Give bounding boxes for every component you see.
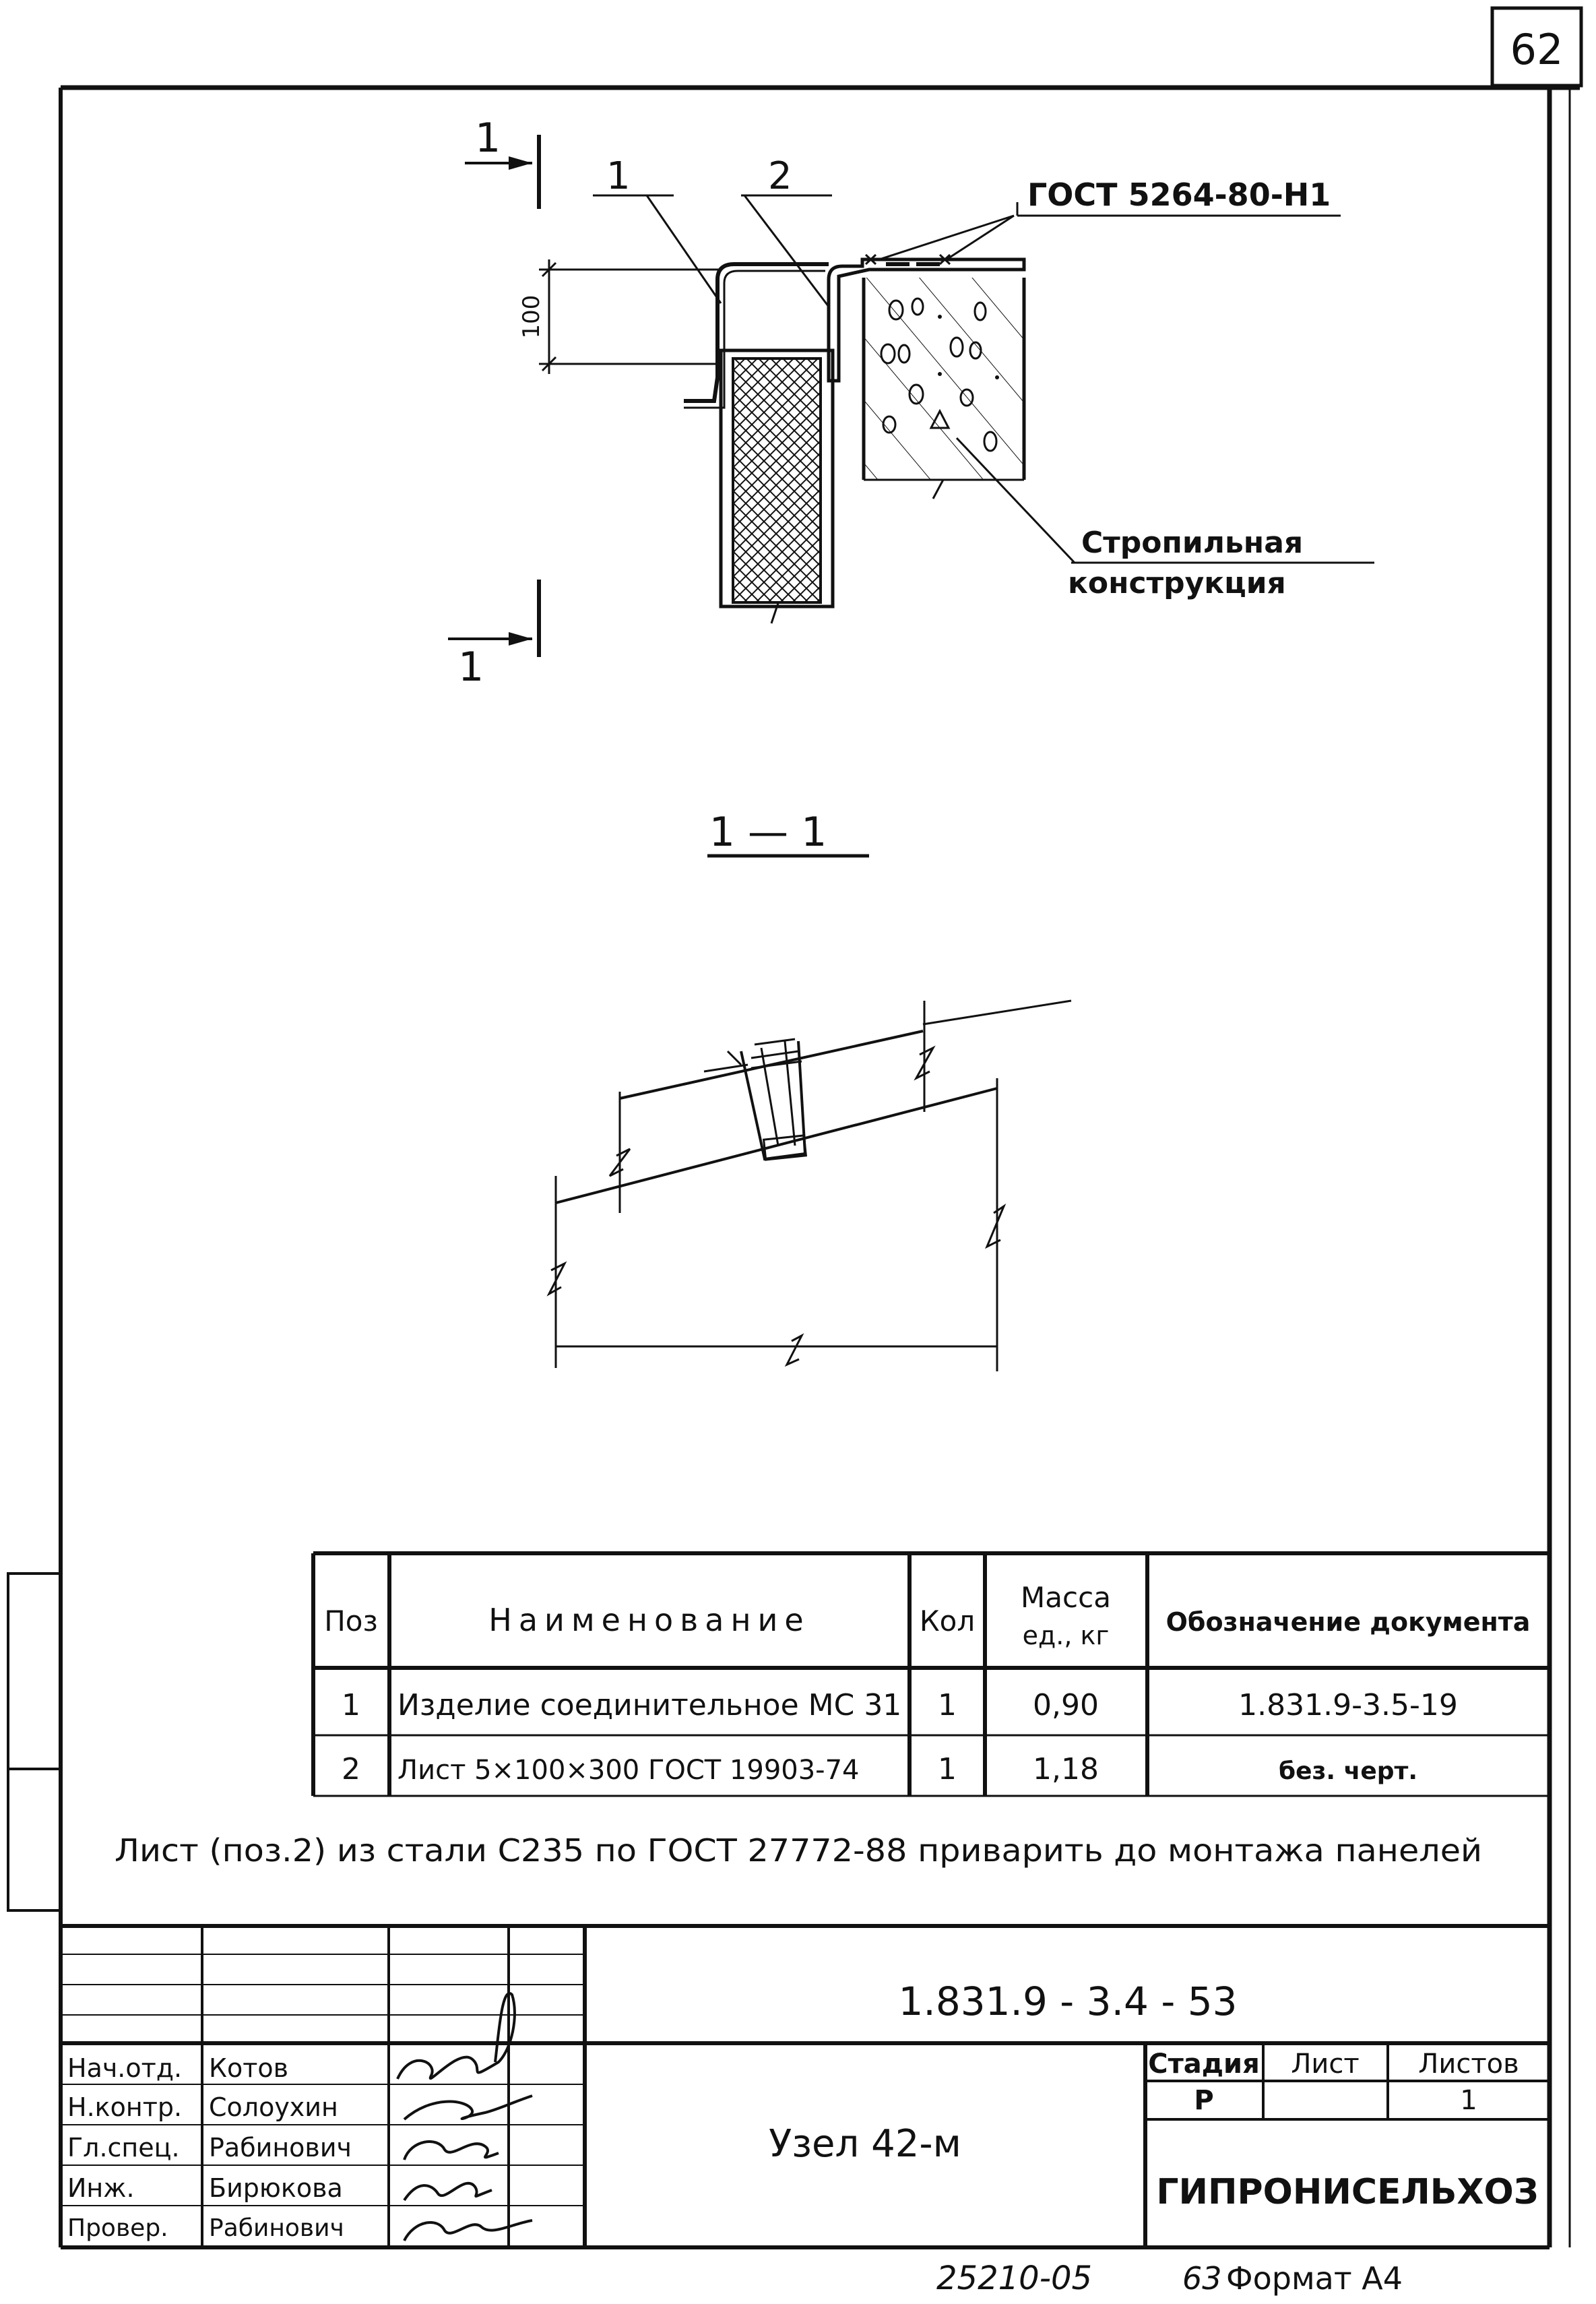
- weld-leader: ГОСТ 5264-80-Н1: [879, 177, 1341, 261]
- inventory-number: 25210-05: [936, 2260, 1092, 2297]
- table-row: 2 Лист 5×100×300 ГОСТ 19903-74 1 1,18 бе…: [342, 1752, 1417, 1786]
- signature-row: Провер. Рабинович: [67, 2214, 344, 2242]
- insulation-core: [732, 357, 822, 604]
- role-4: Инж.: [67, 2173, 135, 2203]
- designation: 1.831.9 - 3.4 - 53: [898, 1979, 1237, 2024]
- role-2: Н.контр.: [67, 2092, 182, 2122]
- header-doc: Обозначение документа: [1166, 1607, 1531, 1637]
- signature-row: Гл.спец. Рабинович: [67, 2133, 352, 2162]
- sheet-header: Лист: [1291, 2049, 1359, 2080]
- row-2-pos: 2: [342, 1752, 360, 1786]
- name-2: Солоухин: [209, 2092, 338, 2122]
- sheets-header: Листов: [1418, 2049, 1519, 2080]
- stage-header: Стадия: [1148, 2049, 1260, 2080]
- stage-value: Р: [1194, 2085, 1213, 2116]
- row-2-doc: без. черт.: [1279, 1757, 1417, 1785]
- header-mass-line2: ед., кг: [1023, 1621, 1110, 1650]
- row-1-doc: 1.831.9-3.5-19: [1238, 1688, 1458, 1722]
- main-frame: [7, 85, 1580, 2249]
- handwritten-signatures: [396, 1992, 533, 2241]
- leader-2-label: 2: [768, 154, 792, 198]
- row-1-name: Изделие соединительное МС 31: [397, 1688, 901, 1722]
- section-title: 1 — 1: [709, 809, 827, 856]
- dimension-100: 100: [518, 259, 721, 374]
- page-number: 62: [1510, 25, 1564, 74]
- role-3: Гл.спец.: [67, 2133, 180, 2162]
- signature-row: Нач.отд. Котов: [67, 2053, 288, 2083]
- header-mass-line1: Масса: [1021, 1581, 1111, 1614]
- signature-row: Инж. Бирюкова: [67, 2173, 343, 2203]
- node-detail: 1 1: [448, 115, 1374, 691]
- format-label: Формат А4: [1226, 2260, 1403, 2297]
- row-2-qty: 1: [938, 1752, 957, 1786]
- row-1-pos: 1: [342, 1688, 360, 1722]
- steel-plate: [827, 257, 1026, 383]
- node-title: Узел 42-м: [769, 2122, 961, 2166]
- name-5: Рабинович: [209, 2214, 344, 2242]
- structure-leader: Стропильная конструкция: [955, 437, 1374, 600]
- row-1-mass: 0,90: [1033, 1688, 1099, 1722]
- section-mark-bottom-label: 1: [458, 644, 484, 691]
- spec-table: Поз Наименование Кол Масса ед., кг Обозн…: [311, 1551, 1550, 1797]
- leader-2: 2: [741, 154, 832, 307]
- name-3: Рабинович: [209, 2133, 352, 2162]
- role-1: Нач.отд.: [67, 2053, 182, 2083]
- structure-label-line1: Стропильная: [1081, 526, 1303, 560]
- signature-row: Н.контр. Солоухин: [67, 2092, 338, 2122]
- name-4: Бирюкова: [209, 2173, 343, 2203]
- section-cut-mark-top: 1: [465, 115, 541, 209]
- sheets-value: 1: [1460, 2085, 1477, 2116]
- section-mark-top-label: 1: [475, 115, 501, 162]
- leader-1-label: 1: [606, 154, 631, 198]
- dimension-100-label: 100: [518, 295, 545, 339]
- structure-label-line2: конструкция: [1068, 566, 1286, 600]
- weld-gost-label: ГОСТ 5264-80-Н1: [1027, 177, 1331, 213]
- header-name: Наименование: [488, 1602, 810, 1638]
- note-text: Лист (поз.2) из стали С235 по ГОСТ 27772…: [115, 1832, 1482, 1869]
- organization: ГИПРОНИСЕЛЬХОЗ: [1156, 2172, 1538, 2212]
- rafter-structure: [862, 278, 1026, 499]
- header-qty: Кол: [920, 1605, 975, 1638]
- page-number-box: 62: [1490, 6, 1583, 88]
- header-pos: Поз: [324, 1605, 378, 1638]
- section-1-1: 1 — 1: [546, 809, 1072, 1371]
- role-5: Провер.: [67, 2214, 168, 2242]
- name-1: Котов: [209, 2053, 288, 2083]
- title-block: 1.831.9 - 3.4 - 53 Узел 42-м ГИПРОНИСЕЛЬ…: [61, 1924, 1550, 2247]
- row-2-mass: 1,18: [1033, 1752, 1099, 1786]
- row-2-name: Лист 5×100×300 ГОСТ 19903-74: [397, 1755, 860, 1786]
- row-1-qty: 1: [938, 1688, 957, 1722]
- section-cut-mark-bottom: 1: [448, 580, 541, 691]
- page-mark: 63: [1182, 2260, 1222, 2297]
- leader-1: 1: [593, 154, 722, 304]
- table-row: 1 Изделие соединительное МС 31 1 0,90 1.…: [342, 1688, 1458, 1722]
- weld-marks: [864, 253, 951, 266]
